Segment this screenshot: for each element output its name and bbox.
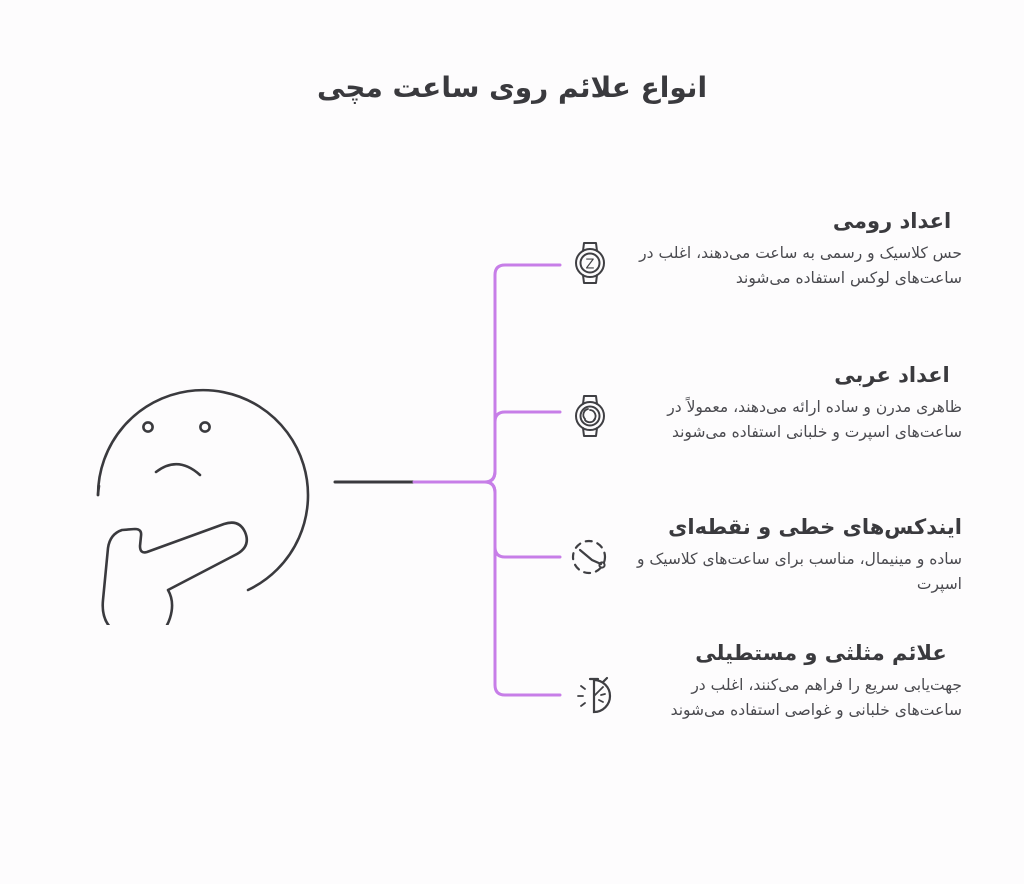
branch-2-heading: اعداد عربی bbox=[834, 363, 950, 387]
branch-4-body: جهت‌یابی سریع را فراهم می‌کنند، اغلب در … bbox=[670, 676, 962, 719]
branch-1-heading: اعداد رومی bbox=[832, 209, 952, 233]
branch-item-4: علائم مثلثی و مستطیلی جهت‌یابی سریع را ف… bbox=[632, 638, 962, 723]
branch-item-2: اعداد عربی ظاهری مدرن و ساده ارائه می‌ده… bbox=[632, 360, 962, 445]
page-title: انواع علائم روی ساعت مچی bbox=[316, 71, 708, 104]
branch-item-1: اعداد رومی حس کلاسیک و رسمی به ساعت می‌د… bbox=[632, 206, 962, 291]
branch-connector bbox=[333, 263, 562, 697]
branch-3-heading: ایندکس‌های خطی و نقطه‌ای bbox=[668, 515, 962, 539]
branch-item-3: ایندکس‌های خطی و نقطه‌ای ساده و مینیمال،… bbox=[632, 512, 962, 597]
wristwatch-roman-numeral-icon: Z bbox=[575, 242, 605, 284]
thinking-face-illustration bbox=[96, 388, 310, 625]
svg-text:Z: Z bbox=[586, 258, 595, 273]
branch-1-body: حس کلاسیک و رسمی به ساعت می‌دهند، اغلب د… bbox=[639, 244, 962, 287]
branch-2-body: ظاهری مدرن و ساده ارائه می‌دهند، معمولاً… bbox=[667, 398, 962, 441]
dashed-clock-index-icon bbox=[571, 539, 607, 575]
branch-3-body: ساده و مینیمال، مناسب برای ساعت‌های کلاس… bbox=[636, 550, 962, 593]
half-dial-marker-icon bbox=[577, 676, 612, 714]
branch-4-heading: علائم مثلثی و مستطیلی bbox=[695, 641, 947, 665]
wristwatch-spiral-dial-icon bbox=[575, 395, 605, 437]
